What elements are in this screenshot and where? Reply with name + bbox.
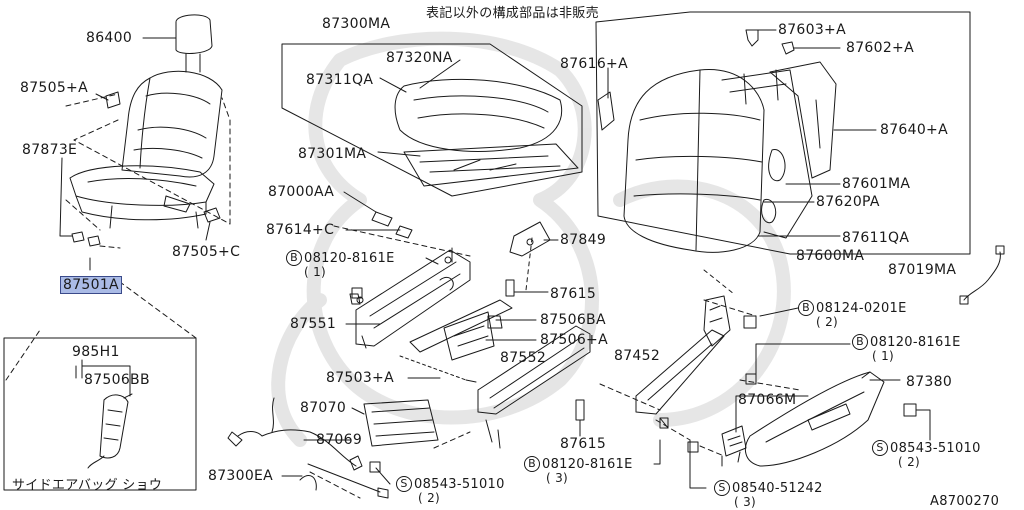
part-87506-a-label[interactable]: 87506+A bbox=[540, 332, 608, 348]
dashed-guides bbox=[309, 225, 801, 499]
seat-track-crossbars bbox=[399, 299, 513, 383]
part-87505-a-label[interactable]: 87505+A bbox=[20, 80, 88, 96]
part-87066m-label[interactable]: 87066M bbox=[738, 392, 797, 408]
part-87552-label[interactable]: 87552 bbox=[500, 350, 547, 366]
part-87380-label[interactable]: 87380 bbox=[906, 374, 953, 390]
part-08543-b-qty: ( 2) bbox=[898, 455, 921, 469]
part-87640-a-label[interactable]: 87640+A bbox=[880, 122, 948, 138]
part-87503-a-label[interactable]: 87503+A bbox=[326, 370, 394, 386]
part-08124-number: 08124-0201E bbox=[816, 301, 907, 316]
part-08540-number: 08540-51242 bbox=[732, 481, 823, 496]
screw-marker-icon: S bbox=[872, 440, 888, 456]
part-87501a-label[interactable]: 87501A bbox=[60, 276, 122, 294]
part-87849-label[interactable]: 87849 bbox=[560, 232, 607, 248]
part-08120-b-number: 08120-8161E bbox=[542, 457, 633, 472]
part-87602-a-label[interactable]: 87602+A bbox=[846, 40, 914, 56]
part-08120-a-number: 08120-8161E bbox=[304, 251, 395, 266]
part-08120-b-qty: ( 3) bbox=[546, 471, 569, 485]
seat-track-left-rail bbox=[349, 247, 471, 349]
part-87019ma-label[interactable]: 87019MA bbox=[888, 262, 957, 278]
part-87603-a-label[interactable]: 87603+A bbox=[778, 22, 846, 38]
bolt-marker-icon: B bbox=[286, 250, 302, 266]
part-87300ea-label[interactable]: 87300EA bbox=[208, 468, 274, 484]
harness-87019MA bbox=[959, 245, 1005, 305]
part-08543-a-qty: ( 2) bbox=[418, 491, 441, 505]
backrest-assembly-box bbox=[595, 11, 971, 255]
airbag-caption: サイドエアバッグ ショウ bbox=[12, 478, 163, 493]
part-08120-c-qty: ( 1) bbox=[872, 349, 895, 363]
part-08543-a-number: 08543-51010 bbox=[414, 477, 505, 492]
cable-87300EA bbox=[299, 463, 389, 499]
part-87616-a-label[interactable]: 87616+A bbox=[560, 56, 628, 72]
part-87311qa-label[interactable]: 87311QA bbox=[306, 72, 374, 88]
lever-87070 bbox=[363, 399, 439, 447]
bracket-87066M bbox=[721, 425, 747, 467]
part-87615-b-label[interactable]: 87615 bbox=[560, 436, 607, 452]
part-87614-c-label[interactable]: 87614+C bbox=[266, 222, 335, 238]
part-08120-c-number: 08120-8161E bbox=[870, 335, 961, 350]
part-87000aa-label[interactable]: 87000AA bbox=[268, 184, 335, 200]
screw-marker-icon: S bbox=[714, 480, 730, 496]
part-87070-label[interactable]: 87070 bbox=[300, 400, 347, 416]
part-985h1-label[interactable]: 985H1 bbox=[72, 344, 120, 360]
part-87600ma-label[interactable]: 87600MA bbox=[796, 248, 865, 264]
harness-87069 bbox=[227, 397, 363, 471]
part-87452-label[interactable]: 87452 bbox=[614, 348, 661, 364]
part-87506bb-label[interactable]: 87506BB bbox=[84, 372, 150, 388]
part-08540-qty: ( 3) bbox=[734, 495, 757, 509]
part-08124-qty: ( 2) bbox=[816, 315, 839, 329]
part-87601ma-label[interactable]: 87601MA bbox=[842, 176, 911, 192]
diagram-code: A8700270 bbox=[930, 494, 1000, 509]
bolt-marker-icon: B bbox=[852, 334, 868, 350]
header-note: 表記以外の構成部品は非販売 bbox=[426, 6, 599, 21]
screw-marker-icon: S bbox=[396, 476, 412, 492]
cushion-assembly-box bbox=[281, 43, 583, 197]
part-08120-a-qty: ( 1) bbox=[304, 265, 327, 279]
part-87873e-label[interactable]: 87873E bbox=[22, 142, 78, 158]
part-86400-label[interactable]: 86400 bbox=[86, 30, 133, 46]
part-87320na-label[interactable]: 87320NA bbox=[386, 50, 453, 66]
part-08543-b-number: 08543-51010 bbox=[890, 441, 981, 456]
part-87611qa-label[interactable]: 87611QA bbox=[842, 230, 910, 246]
part-87506ba-label[interactable]: 87506BA bbox=[540, 312, 606, 328]
part-87620pa-label[interactable]: 87620PA bbox=[816, 194, 880, 210]
bolt-marker-icon: B bbox=[524, 456, 540, 472]
part-87301ma-label[interactable]: 87301MA bbox=[298, 146, 367, 162]
leader-lines bbox=[59, 29, 931, 489]
seat-track-87452 bbox=[635, 269, 735, 429]
side-trim-87380 bbox=[744, 371, 885, 467]
part-87300ma-label[interactable]: 87300MA bbox=[322, 16, 391, 32]
part-87505-c-label[interactable]: 87505+C bbox=[172, 244, 241, 260]
watermark-emblem bbox=[271, 31, 791, 447]
part-87615-a-label[interactable]: 87615 bbox=[550, 286, 597, 302]
fasteners bbox=[371, 211, 585, 421]
seat-assembly-left bbox=[65, 14, 231, 249]
airbag-inset bbox=[3, 281, 197, 491]
part-87551-label[interactable]: 87551 bbox=[290, 316, 337, 332]
bolt-marker-icon: B bbox=[798, 300, 814, 316]
seat-track-right-rail bbox=[477, 325, 591, 449]
part-87069-label[interactable]: 87069 bbox=[316, 432, 363, 448]
